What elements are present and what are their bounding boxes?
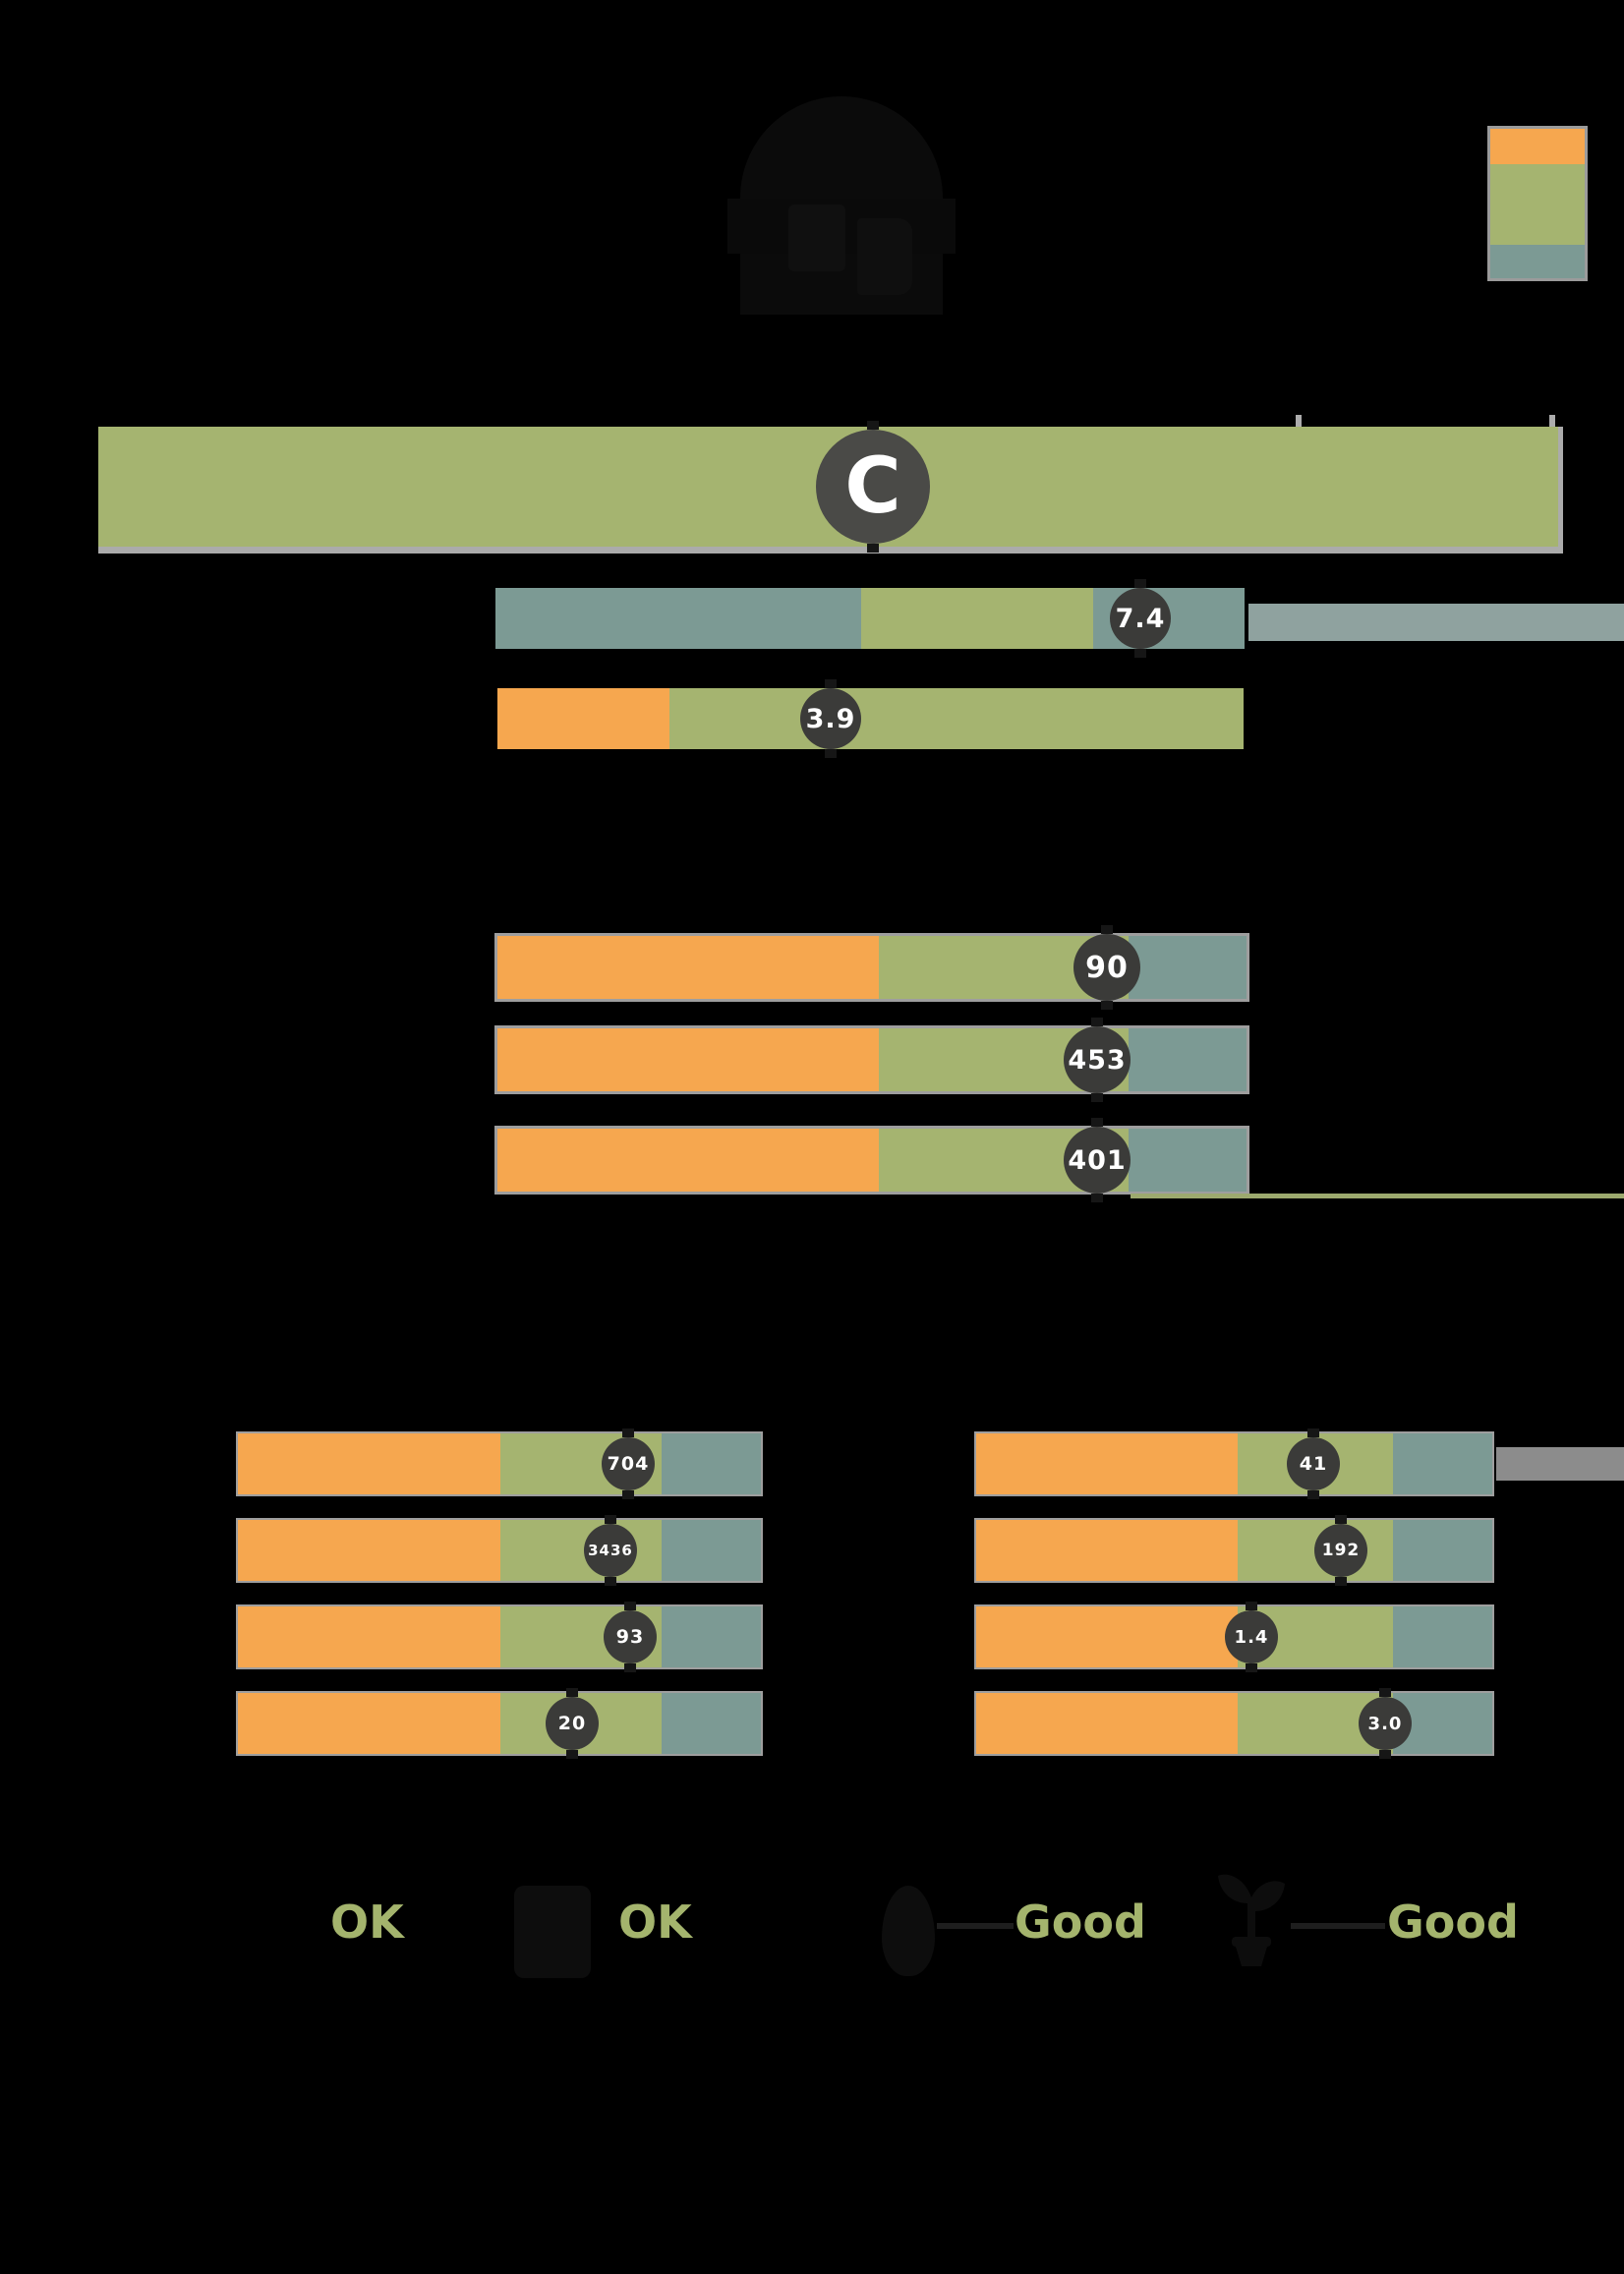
banner-tick-1 <box>1296 415 1302 427</box>
value-marker: 41 <box>1287 1429 1340 1499</box>
value-label: 704 <box>607 1453 650 1475</box>
value-label: 90 <box>1085 950 1129 985</box>
grade-letter: C <box>844 442 901 531</box>
value-label: 3.0 <box>1367 1713 1403 1734</box>
gauge-row: 7.4 <box>495 579 1245 658</box>
value-marker: 3.0 <box>1359 1688 1412 1759</box>
value-marker: 90 <box>1073 925 1140 1010</box>
value-marker: 192 <box>1314 1515 1367 1586</box>
gauge-row: 93 <box>236 1602 763 1672</box>
gauge-row: 401 <box>494 1118 1249 1202</box>
value-label: 20 <box>557 1713 587 1734</box>
legend-label-good-2: Good <box>1387 1895 1519 1949</box>
gauge-segment <box>1129 936 1247 999</box>
gauge-segment <box>238 1606 500 1667</box>
gauge-segment <box>976 1520 1238 1581</box>
gauge-segment <box>976 1693 1238 1754</box>
gauge-segment <box>976 1433 1238 1494</box>
gauge-segment <box>662 1693 761 1754</box>
gauge-segment <box>1393 1520 1492 1581</box>
legend-label-ok-2: OK <box>618 1895 692 1949</box>
gauge-extension-strip <box>1496 1447 1624 1481</box>
gauge-segment <box>662 1433 761 1494</box>
gauge-segment <box>497 936 879 999</box>
gauge-segment <box>662 1606 761 1667</box>
logo-glyph-right <box>857 218 912 295</box>
value-label: 3436 <box>588 1542 633 1559</box>
gauge-row: 453 <box>494 1018 1249 1102</box>
cube-icon-shape <box>514 1886 591 1978</box>
value-marker: 1.4 <box>1225 1602 1278 1672</box>
value-label: 192 <box>1321 1541 1361 1560</box>
gauge-segment <box>238 1693 500 1754</box>
gauge-segment <box>662 1520 761 1581</box>
legend-swatch-orange <box>1490 129 1585 164</box>
gauge-row: 90 <box>494 925 1249 1010</box>
gauge-segment <box>497 1129 879 1192</box>
value-label: 3.9 <box>805 703 856 734</box>
droplet-icon <box>882 1886 935 1976</box>
value-marker: 7.4 <box>1110 579 1171 658</box>
value-marker: 93 <box>604 1602 657 1672</box>
grade-marker: C <box>816 421 930 553</box>
gauge-segment <box>1393 1606 1492 1667</box>
logo-dome-shape <box>740 96 943 206</box>
food-package-logo-icon <box>727 88 956 324</box>
gauge-extension-strip <box>1248 604 1624 641</box>
gauge-row: 3.0 <box>974 1688 1494 1759</box>
gauge-segment <box>1129 1028 1247 1091</box>
droplet-icon-shape <box>882 1886 935 1976</box>
legend-connector-line <box>1291 1923 1385 1929</box>
logo-glyph-left <box>788 204 845 271</box>
value-marker: 704 <box>602 1429 655 1499</box>
gauge-segment <box>1129 1129 1247 1192</box>
legend-swatch-teal <box>1490 245 1585 278</box>
value-marker: 401 <box>1064 1118 1131 1202</box>
gauge-segment <box>1393 1433 1492 1494</box>
score-banner: C <box>98 421 1563 554</box>
color-scale-legend <box>1487 126 1588 281</box>
gauge-segment <box>238 1433 500 1494</box>
legend-connector-line <box>937 1923 1014 1929</box>
gauge-row: 192 <box>974 1515 1494 1586</box>
legend-swatch-green <box>1490 164 1585 245</box>
gauge-segment <box>861 588 1093 649</box>
gauge-segment <box>976 1606 1238 1667</box>
gauge-segment <box>500 1520 662 1581</box>
gauge-segment <box>495 588 861 649</box>
gauge-segment <box>669 688 1244 749</box>
gauge-row: 3436 <box>236 1515 763 1586</box>
value-label: 7.4 <box>1115 603 1166 634</box>
legend-label-ok-1: OK <box>330 1895 404 1949</box>
gauge-underline-strip <box>1131 1194 1624 1198</box>
value-label: 1.4 <box>1234 1626 1269 1648</box>
gauge-row: 20 <box>236 1688 763 1759</box>
value-label: 453 <box>1068 1044 1127 1076</box>
value-label: 401 <box>1068 1144 1127 1176</box>
value-marker: 3.9 <box>800 679 861 758</box>
banner-tick-2 <box>1549 415 1555 427</box>
gauge-row: 3.9 <box>497 679 1244 758</box>
gauge-segment <box>497 1028 879 1091</box>
gauge-row: 41 <box>974 1429 1494 1499</box>
value-marker: 3436 <box>584 1515 637 1586</box>
gauge-segment <box>238 1520 500 1581</box>
value-marker: 20 <box>546 1688 599 1759</box>
value-marker: 453 <box>1064 1018 1131 1102</box>
legend-label-good-1: Good <box>1015 1895 1146 1949</box>
value-label: 41 <box>1299 1453 1328 1475</box>
value-label: 93 <box>615 1626 645 1648</box>
gauge-segment <box>497 688 669 749</box>
gauge-row: 704 <box>236 1429 763 1499</box>
gauge-row: 1.4 <box>974 1602 1494 1672</box>
plant-icon <box>1214 1868 1289 1970</box>
cube-icon <box>514 1886 591 1978</box>
